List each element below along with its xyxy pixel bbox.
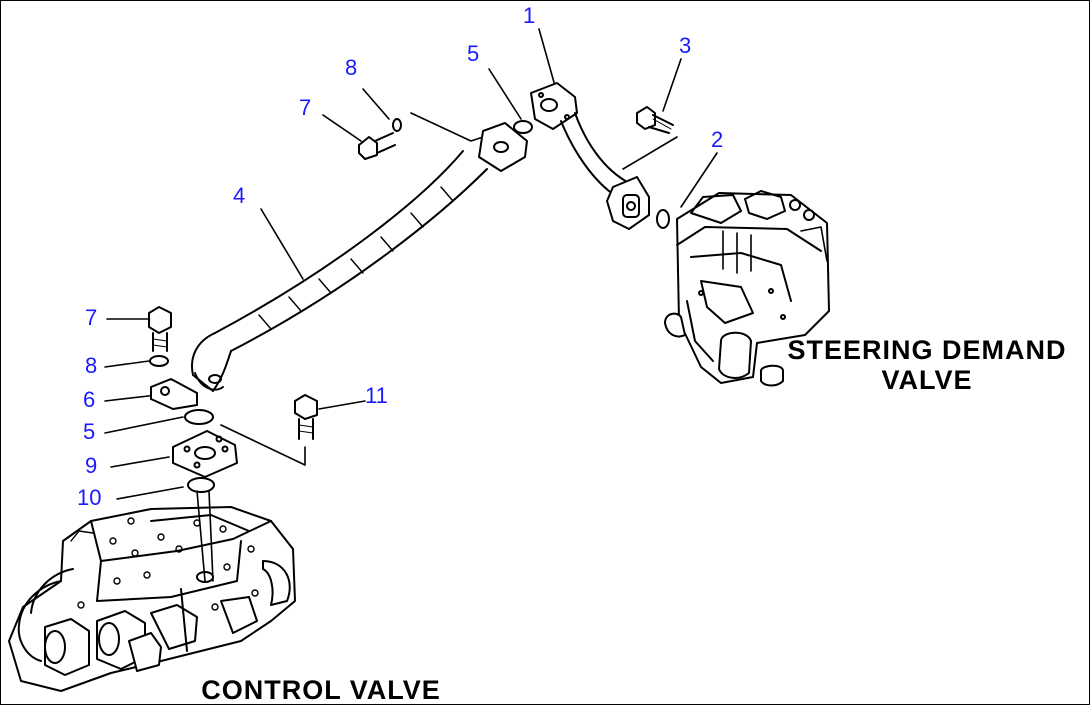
steering-demand-valve-label-line2: VALVE: [881, 365, 973, 395]
callout-5-lower: 5: [83, 419, 96, 444]
steering-demand-valve-label: STEERING DEMAND VALVE: [769, 335, 1085, 395]
part-1-steel-tube: [530, 82, 650, 230]
part-8-washer-upper: [392, 118, 402, 132]
control-valve-label: CONTROL VALVE: [179, 675, 463, 705]
callout-4: 4: [233, 183, 246, 208]
part-10-o-ring: [187, 477, 215, 493]
callout-6: 6: [83, 387, 96, 412]
callout-7-upper: 7: [299, 95, 312, 120]
part-7-bolt-lower: [148, 306, 172, 352]
callout-2: 2: [711, 127, 724, 152]
part-5-o-ring-lower: [184, 409, 214, 425]
part-8-washer-lower: [149, 355, 169, 367]
part-3-bolt: [636, 106, 674, 134]
steering-demand-valve-label-line1: STEERING DEMAND: [787, 335, 1067, 365]
part-6-clamp: [150, 378, 198, 410]
leader-lines: [104, 28, 718, 500]
part-11-bolt: [294, 394, 318, 440]
part-2-o-ring: [656, 209, 670, 229]
callout-8-upper: 8: [345, 55, 358, 80]
callout-7-lower: 7: [85, 305, 98, 330]
callout-9: 9: [85, 453, 98, 478]
callout-1: 1: [523, 3, 536, 28]
part-7-bolt-upper: [358, 132, 396, 160]
callout-11: 11: [365, 383, 388, 408]
part-9-flange: [172, 430, 238, 478]
part-5-o-ring-upper: [513, 120, 533, 134]
steering-demand-valve-body: [664, 190, 830, 387]
callout-10: 10: [77, 485, 102, 510]
callout-8-lower: 8: [85, 353, 98, 378]
callout-5-upper: 5: [467, 41, 480, 66]
control-valve-body: [8, 490, 296, 692]
callout-3: 3: [679, 33, 692, 58]
control-valve-label-line1: CONTROL VALVE: [201, 675, 441, 705]
part-4-hose: [191, 122, 528, 392]
